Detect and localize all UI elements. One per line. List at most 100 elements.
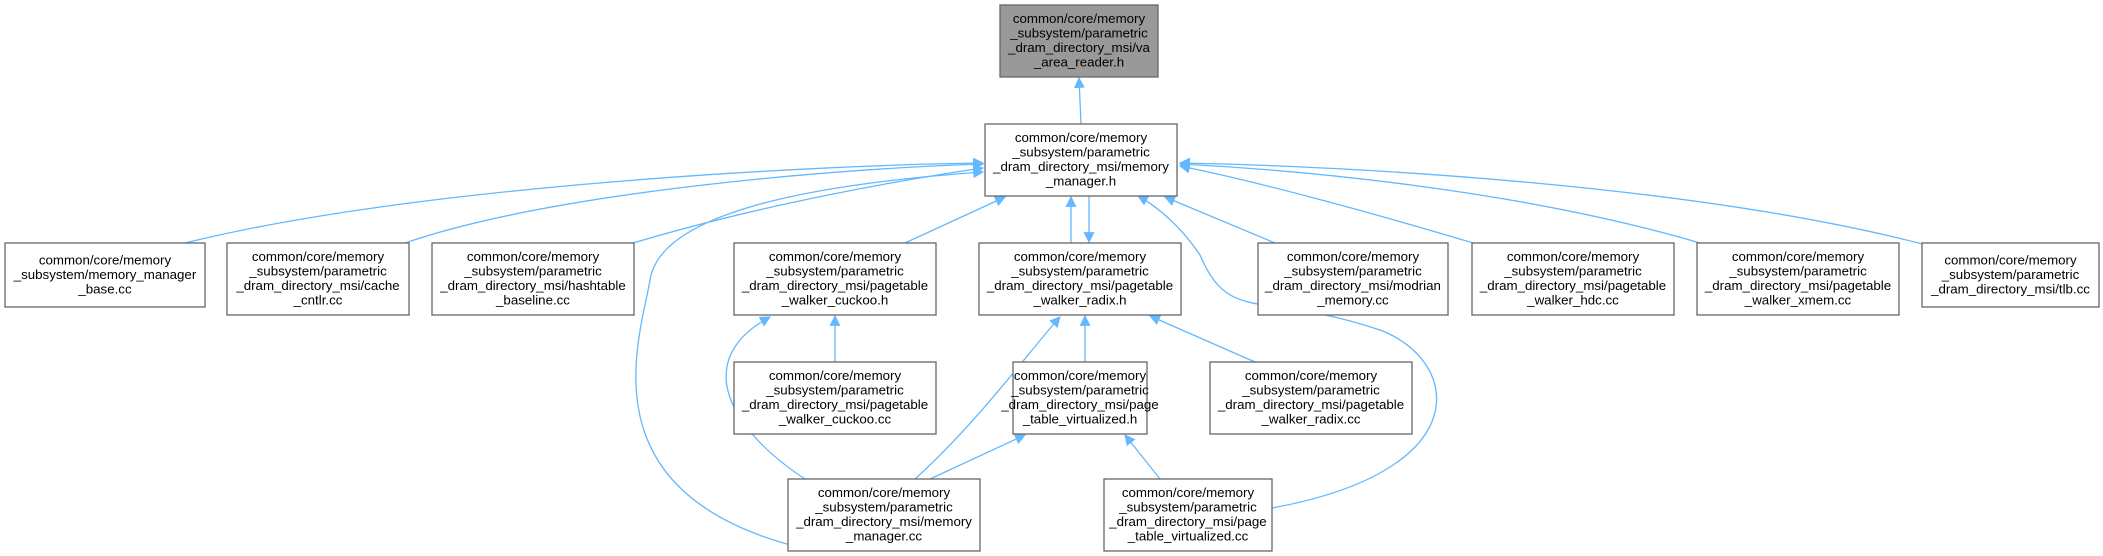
node-label-line: _dram_directory_msi/modrian xyxy=(1264,278,1441,293)
node-label-line: _manager.cc xyxy=(845,529,922,544)
node-label-line: _subsystem/parametric xyxy=(1009,26,1148,41)
node-label-line: _dram_directory_msi/pagetable xyxy=(986,278,1173,293)
node-box[interactable] xyxy=(978,242,1182,316)
node-label-line: common/core/memory xyxy=(1014,249,1147,264)
node-label-line: _walker_xmem.cc xyxy=(1744,293,1852,308)
node-label-line: _subsystem/parametric xyxy=(814,500,953,515)
node-box[interactable] xyxy=(733,242,937,316)
node-label-line: _manager.h xyxy=(1045,174,1116,189)
node-label-line: _subsystem/parametric xyxy=(1941,267,2080,282)
node-label-line: _table_virtualized.cc xyxy=(1127,529,1249,544)
node-pagetable_walker_radix_cc[interactable]: common/core/memory_subsystem/parametric_… xyxy=(1209,361,1413,435)
node-label-line: common/core/memory xyxy=(769,368,902,383)
node-pagetable_walker_cuckoo_h[interactable]: common/core/memory_subsystem/parametric _… xyxy=(733,242,937,316)
node-box[interactable] xyxy=(1209,361,1413,435)
node-box[interactable] xyxy=(787,478,981,552)
node-label-line: _cntlr.cc xyxy=(293,293,343,308)
edge-memory_manager_cc-to-pagetable_walker_radix_h xyxy=(914,316,1061,480)
node-box[interactable] xyxy=(1471,242,1675,316)
edge-memory_manager_h-to-va_area_reader_h xyxy=(1073,76,1085,125)
node-label-line: _dram_directory_msi/page xyxy=(1000,397,1158,412)
edge-page_table_virtualized_cc-to-page_table_virtualized_h xyxy=(1124,434,1161,480)
node-label-line: _table_virtualized.h xyxy=(1022,412,1138,427)
node-box[interactable] xyxy=(733,361,937,435)
edge-modrian_memory_cc-to-memory_manager_h xyxy=(1163,195,1276,244)
edge-memory_manager_cc-to-memory_manager_h xyxy=(635,167,985,552)
node-label-line: _walker_cuckoo.h xyxy=(781,293,888,308)
node-label-line: _area_reader.h xyxy=(1033,55,1124,70)
node-label-line: common/core/memory xyxy=(1014,368,1147,383)
edge-cache_cntlr_cc-to-memory_manager_h xyxy=(404,158,985,244)
node-label-line: _dram_directory_msi/tlb.cc xyxy=(1930,281,2090,296)
node-label-line: _walker_cuckoo.cc xyxy=(778,412,892,427)
node-label-line: common/core/memory xyxy=(39,252,172,267)
node-pagetable_walker_radix_h[interactable]: common/core/memory_subsystem/parametric_… xyxy=(978,242,1182,316)
node-label-line: common/core/memory xyxy=(1015,130,1148,145)
edges-layer xyxy=(184,76,1931,552)
node-label-line: common/core/memory xyxy=(1507,249,1640,264)
node-memory_manager_cc[interactable]: common/core/memory_subsystem/parametric _… xyxy=(787,478,981,552)
node-label-line: _dram_directory_msi/pagetable xyxy=(1217,397,1404,412)
node-label-line: _subsystem/parametric xyxy=(1283,264,1422,279)
node-label-line: _walker_radix.h xyxy=(1032,293,1126,308)
node-label-line: _base.cc xyxy=(77,281,132,296)
node-box[interactable] xyxy=(1921,242,2100,308)
node-pagetable_walker_hdc_cc[interactable]: common/core/memory_subsystem/parametric_… xyxy=(1471,242,1675,316)
edge-hashtable_baseline_cc-to-memory_manager_h xyxy=(632,163,985,244)
node-box[interactable] xyxy=(1696,242,1900,316)
node-label-line: _dram_directory_msi/pagetable xyxy=(1479,278,1666,293)
node-label-line: _walker_radix.cc xyxy=(1260,412,1360,427)
node-label-line: common/core/memory xyxy=(1122,485,1255,500)
node-box[interactable] xyxy=(226,242,410,316)
node-label-line: _subsystem/parametric xyxy=(1010,383,1149,398)
edge-pagetable_walker_xmem_cc-to-memory_manager_h xyxy=(1178,159,1701,244)
node-page_table_virtualized_h[interactable]: common/core/memory_subsystem/parametric_… xyxy=(1000,361,1159,435)
node-label-line: _subsystem/memory_manager xyxy=(13,267,197,282)
node-label-line: common/core/memory xyxy=(769,249,902,264)
node-box[interactable] xyxy=(431,242,635,316)
node-modrian_memory_cc[interactable]: common/core/memory_subsystem/parametric_… xyxy=(1257,242,1449,316)
node-memory_manager_base_cc[interactable]: common/core/memory_subsystem/memory_mana… xyxy=(4,242,206,308)
node-label-line: _dram_directory_msi/page xyxy=(1108,514,1266,529)
node-label-line: _subsystem/parametric xyxy=(463,264,602,279)
node-label-line: _dram_directory_msi/va xyxy=(1007,40,1150,55)
node-box[interactable] xyxy=(1012,361,1148,435)
node-label-line: common/core/memory xyxy=(818,485,951,500)
node-label-line: _subsystem/parametric xyxy=(1118,500,1257,515)
node-label-line: common/core/memory xyxy=(1732,249,1865,264)
edge-memory_manager_cc-to-page_table_virtualized_h xyxy=(929,434,1026,480)
edge-pagetable_walker_cuckoo_h-to-memory_manager_h xyxy=(904,196,1006,244)
node-pagetable_walker_cuckoo_cc[interactable]: common/core/memory_subsystem/parametric _… xyxy=(733,361,937,435)
node-label-line: common/core/memory xyxy=(467,249,600,264)
node-box[interactable] xyxy=(1103,478,1273,552)
node-label-line: _subsystem/parametric xyxy=(248,264,387,279)
node-label-line: _subsystem/parametric xyxy=(1011,145,1150,160)
edge-page_table_virtualized_cc-to-memory_manager_h xyxy=(1137,195,1438,509)
node-label-line: _subsystem/parametric xyxy=(765,264,904,279)
edge-memory_manager_cc-to-pagetable_walker_cuckoo_h xyxy=(725,316,806,480)
node-page_table_virtualized_cc[interactable]: common/core/memory_subsystem/parametric_… xyxy=(1103,478,1273,552)
node-label-line: common/core/memory xyxy=(1245,368,1378,383)
node-hashtable_baseline_cc[interactable]: common/core/memory_subsystem/parametric_… xyxy=(431,242,635,316)
node-label-line: _dram_directory_msi/cache xyxy=(235,278,399,293)
node-label-line: _dram_directory_msi/pagetable xyxy=(1704,278,1891,293)
node-label-line: _subsystem/parametric xyxy=(1503,264,1642,279)
node-memory_manager_h[interactable]: common/core/memory_subsystem/parametric _… xyxy=(984,123,1178,197)
edge-pagetable_walker_hdc_cc-to-memory_manager_h xyxy=(1178,162,1481,246)
node-pagetable_walker_xmem_cc[interactable]: common/core/memory_subsystem/parametric_… xyxy=(1696,242,1900,316)
node-label-line: _subsystem/parametric xyxy=(1728,264,1867,279)
node-box[interactable] xyxy=(999,4,1159,78)
node-label-line: _subsystem/parametric xyxy=(765,383,904,398)
node-box[interactable] xyxy=(4,242,206,308)
node-va_area_reader_h[interactable]: common/core/memory_subsystem/parametric_… xyxy=(999,4,1159,78)
node-tlb_cc[interactable]: common/core/memory_subsystem/parametric_… xyxy=(1921,242,2100,308)
node-label-line: _dram_directory_msi/hashtable xyxy=(439,278,626,293)
node-label-line: common/core/memory xyxy=(1013,11,1146,26)
node-box[interactable] xyxy=(1257,242,1449,316)
edge-pagetable_walker_radix_cc-to-pagetable_walker_radix_h xyxy=(1148,314,1256,363)
node-box[interactable] xyxy=(984,123,1178,197)
node-label-line: common/core/memory xyxy=(252,249,385,264)
edge-tlb_cc-to-memory_manager_h xyxy=(1178,157,1931,247)
node-cache_cntlr_cc[interactable]: common/core/memory_subsystem/parametric_… xyxy=(226,242,410,316)
